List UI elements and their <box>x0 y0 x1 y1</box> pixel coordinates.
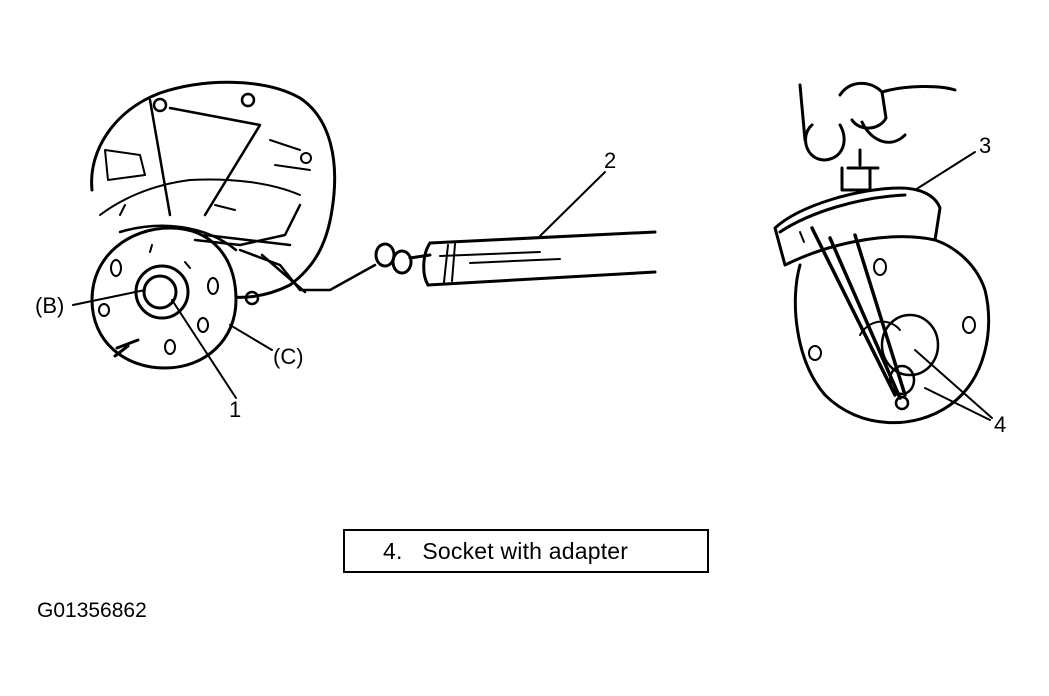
torque-wrench <box>773 186 942 267</box>
callout-b: (B) <box>35 293 64 318</box>
spring-scale <box>374 230 657 287</box>
backing-plate <box>90 80 337 306</box>
callout-2: 2 <box>604 148 616 173</box>
callout-3: 3 <box>979 133 991 158</box>
legend-item: 4. Socket with adapter <box>383 538 629 564</box>
hub-flange <box>90 224 238 370</box>
callout-1: 1 <box>229 397 241 422</box>
callout-c: (C) <box>273 344 304 369</box>
hand <box>798 81 957 192</box>
hub-disc-right <box>793 238 991 425</box>
leader-lines-right <box>914 151 993 421</box>
callout-4: 4 <box>994 412 1006 437</box>
socket-extension <box>810 226 907 400</box>
spring-scale-hook-wire <box>193 203 377 294</box>
leader-lines-left <box>72 171 606 399</box>
figure-id: G01356862 <box>37 599 147 622</box>
legend-box: 4. Socket with adapter <box>343 529 709 573</box>
